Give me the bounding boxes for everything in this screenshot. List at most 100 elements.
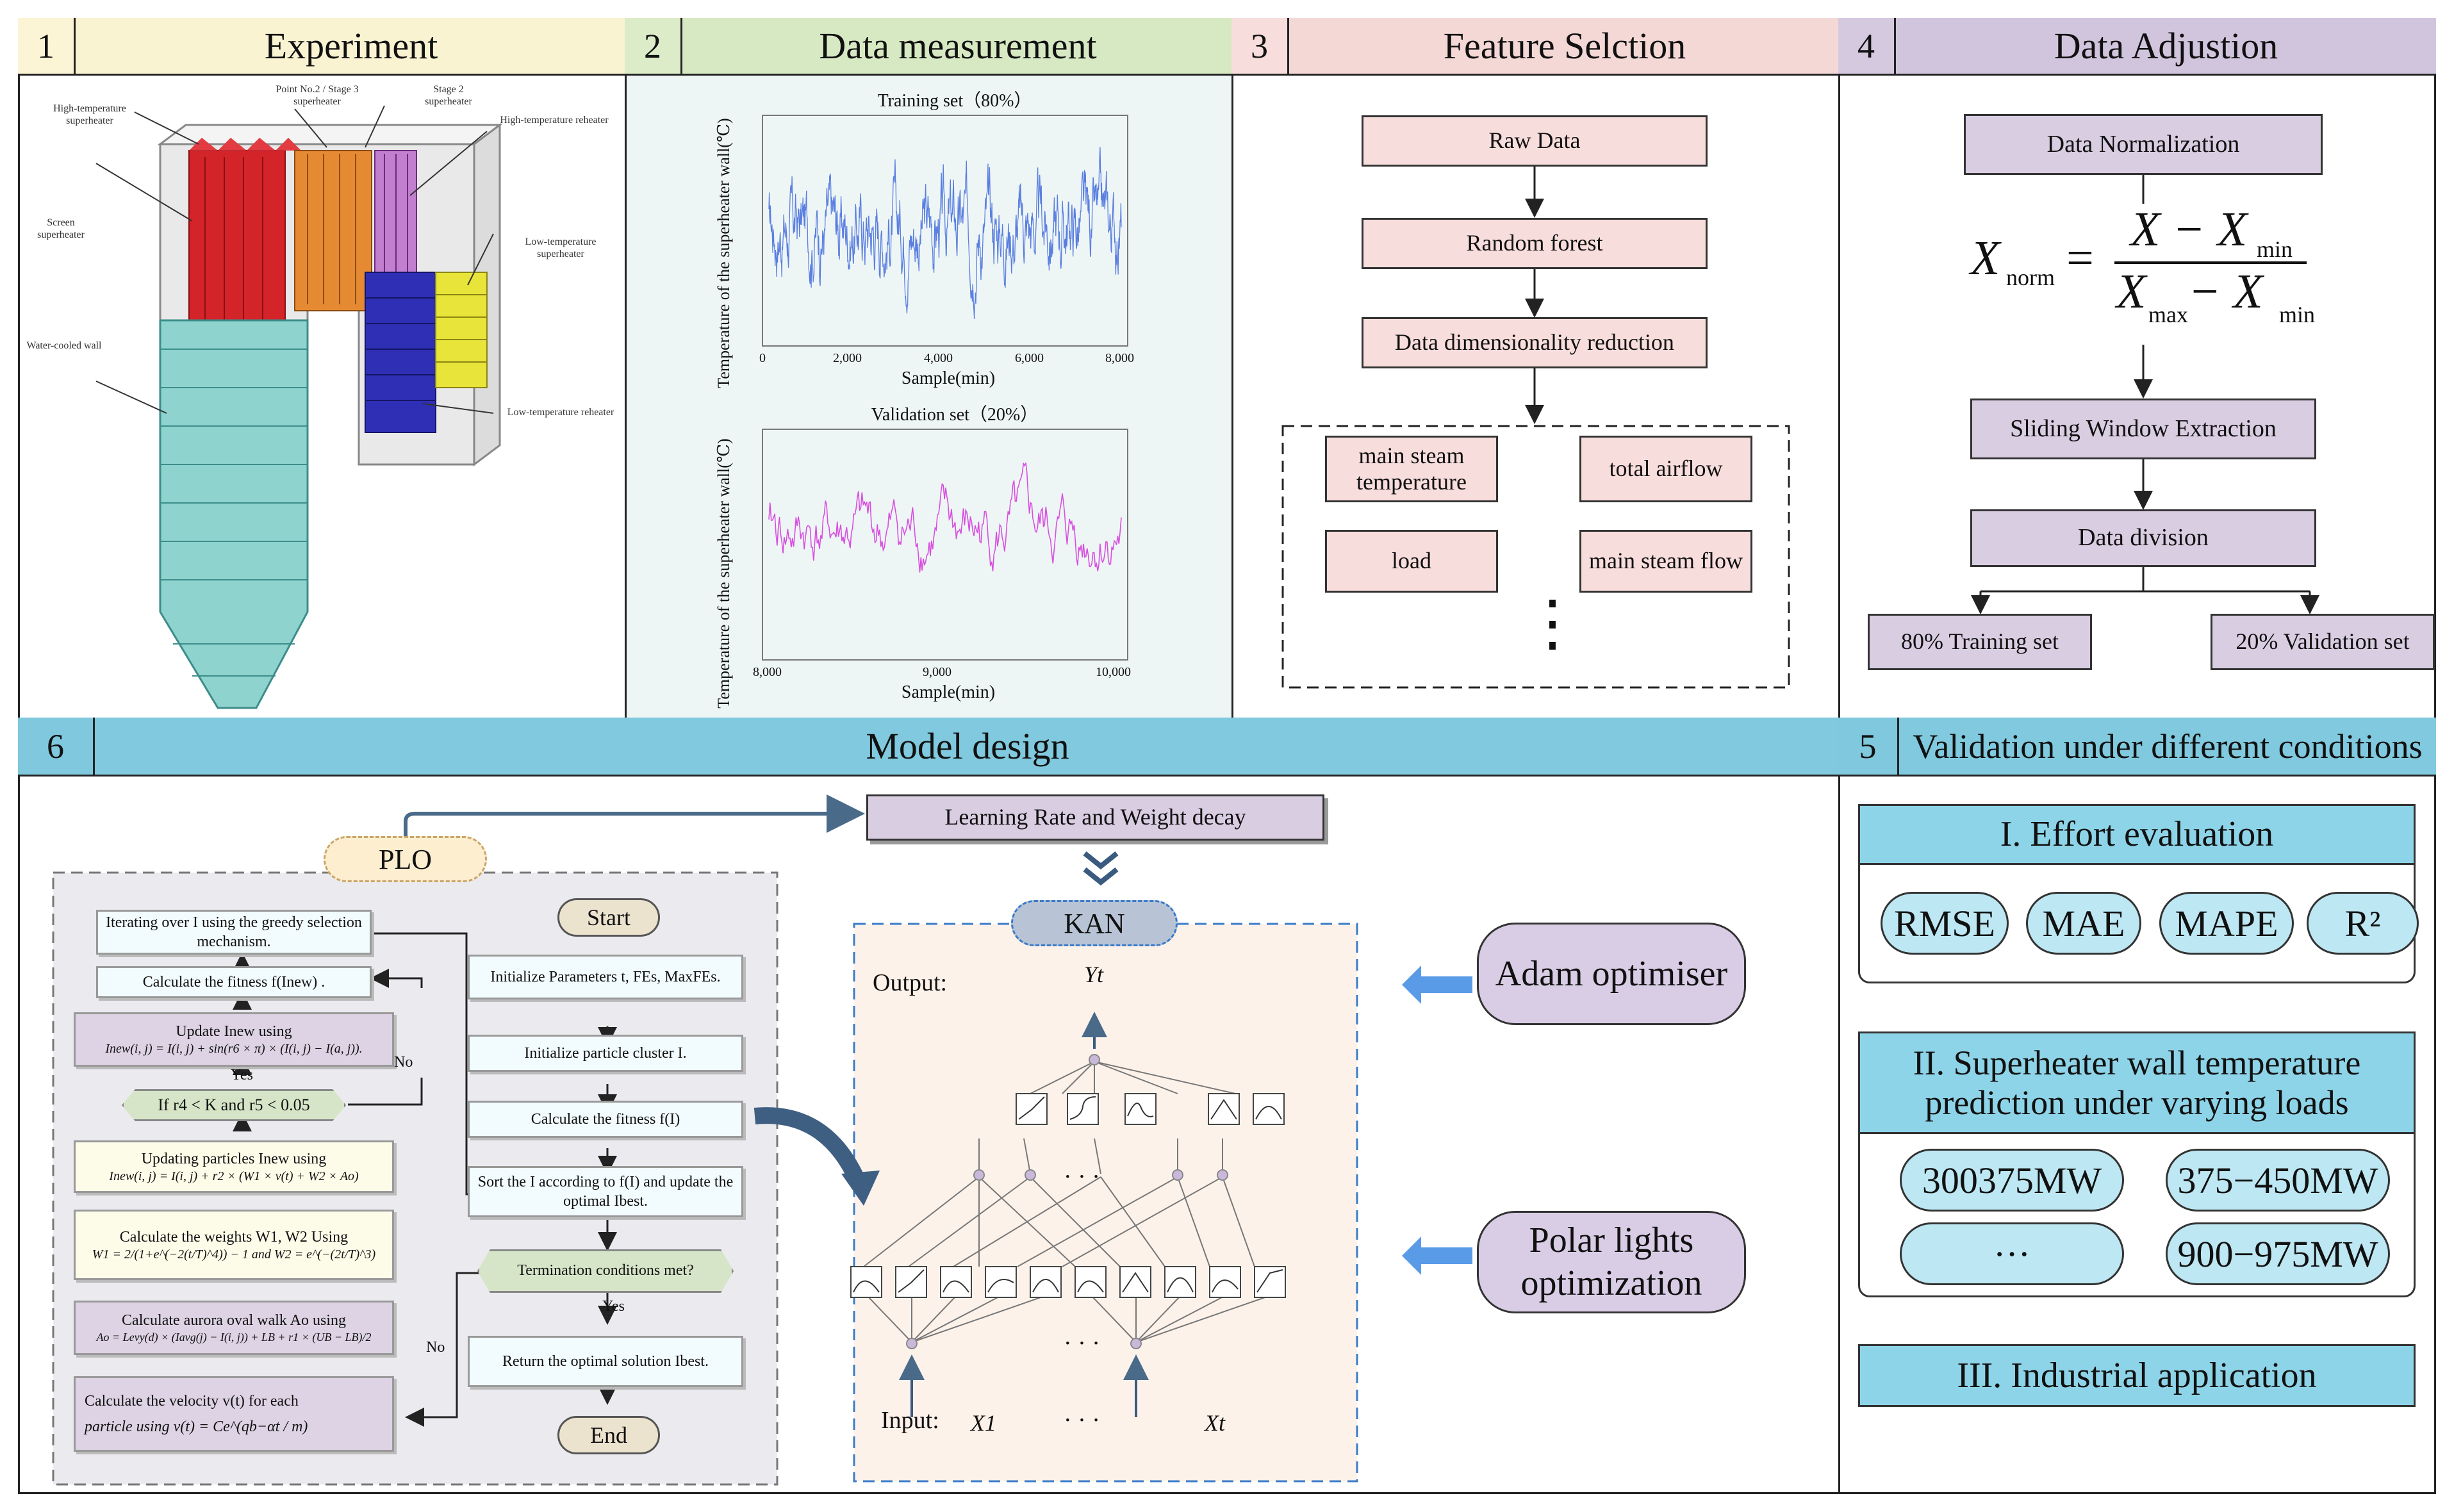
stage3-superheater: [294, 150, 372, 311]
formula-lhs-sub: norm: [2006, 265, 2055, 290]
sliding-window-box: Sliding Window Extraction: [1970, 399, 2316, 459]
validation-chart-ylabel: Temperature of the superheater wall(℃): [714, 438, 733, 709]
metric-mae: MAE: [2026, 892, 2141, 955]
label-stage2: Stage 2 superheater: [425, 84, 472, 108]
label-high-temp-superheater: High-temperature superheater: [53, 103, 126, 127]
flow-calc-fitness: Calculate the fitness f(I): [468, 1101, 743, 1138]
random-forest-box: Random forest: [1362, 218, 1708, 269]
train-xtick-4000: 4,000: [924, 351, 953, 365]
dimensionality-reduction-box: Data dimensionality reduction: [1362, 317, 1708, 368]
feature-more-ellipsis: ⋮: [1522, 589, 1583, 657]
train-xtick-2000: 2,000: [833, 351, 862, 365]
training-chart: 640 620 600 580: [762, 115, 1128, 347]
flow-calc-fitness-new: Calculate the fitness f(Inew) .: [96, 966, 372, 998]
flow-start: Start: [557, 898, 660, 937]
panel3-number: 3: [1231, 18, 1289, 76]
screen-superheater: [188, 138, 301, 343]
feature-selection-arrows: [1281, 167, 1790, 689]
panel6-number: 6: [18, 718, 95, 777]
valid-xtick-8000: 8,000: [753, 665, 782, 679]
feature-load: load: [1325, 530, 1498, 593]
kan-yt-label: Yt: [1084, 962, 1104, 987]
polar-lights-pill: Polar lights optimization: [1477, 1211, 1746, 1313]
kan-xt-label: Xt: [1205, 1410, 1225, 1436]
panel-data-measurement: [625, 18, 1233, 719]
adam-optimiser-pill: Adam optimiser: [1477, 923, 1746, 1025]
metric-mape: MAPE: [2159, 892, 2294, 955]
flow-if-condition: If r4 < K and r5 < 0.05: [122, 1089, 346, 1121]
metric-rmse: RMSE: [1881, 892, 2009, 955]
label-low-temp-reheater: Low-temperature reheater: [507, 407, 614, 418]
kan-dots-bottom: · · ·: [1064, 1407, 1100, 1434]
training-chart-xlabel: Sample(min): [901, 368, 996, 388]
flow-weights-text: Calculate the weights W1, W2 Using: [119, 1228, 349, 1245]
label-point-no2: Point No.2 / Stage 3 superheater: [276, 84, 359, 108]
train-xtick-8000: 8,000: [1105, 351, 1134, 365]
low-temp-reheater: [365, 272, 436, 433]
plo-label: PLO: [324, 836, 487, 882]
panel4-title: Data Adjustion: [1896, 18, 2436, 76]
training-set-box: 80% Training set: [1868, 614, 2092, 670]
formula-numerator: X − X: [2130, 202, 2248, 256]
high-temp-reheater: [374, 150, 417, 292]
feature-total-airflow: total airflow: [1579, 436, 1752, 502]
formula-den-a: X: [2116, 265, 2146, 318]
label-screen-superheater: Screen superheater: [37, 217, 85, 241]
boiler-illustration: [95, 105, 503, 709]
flow-yes-label-2: Yes: [231, 1067, 253, 1083]
learning-rate-box: Learning Rate and Weight decay: [866, 794, 1324, 841]
validation-chart-xlabel: Sample(min): [901, 682, 996, 702]
feature-main-steam-temperature: main steam temperature: [1325, 436, 1498, 502]
train-xtick-6000: 6,000: [1015, 351, 1044, 365]
kan-output-label: Output:: [873, 969, 948, 996]
validation-series-line: [768, 462, 1122, 573]
flow-aurora-text: Calculate aurora oval walk Ao using: [122, 1312, 346, 1329]
panel1-number: 1: [18, 18, 76, 76]
load-900-975: 900−975MW: [2166, 1222, 2390, 1285]
flow-init-cluster: Initialize particle cluster I.: [468, 1035, 743, 1072]
flow-no-label: No: [426, 1339, 445, 1356]
raw-data-box: Raw Data: [1362, 115, 1708, 167]
validation-chart: 640 620 600 580: [762, 429, 1128, 661]
validation-chart-title: Validation set（20%）: [871, 405, 1039, 425]
training-chart-title: Training set（80%）: [877, 91, 1032, 111]
valid-xtick-10000: 10,000: [1096, 665, 1131, 679]
panel6-title: Model design: [95, 718, 1840, 777]
panel4-number: 4: [1838, 18, 1896, 76]
water-cooled-wall: [159, 319, 309, 709]
valid-xtick-9000: 9,000: [923, 665, 951, 679]
kan-x1-label: X1: [971, 1410, 996, 1436]
flow-updating-text: Updating particles Inew using: [141, 1150, 327, 1167]
flow-updating-particles: Updating particles Inew using Inew(i, j)…: [74, 1140, 394, 1193]
panel5-number: 5: [1838, 718, 1899, 777]
formula-den-a-sub: max: [2148, 302, 2188, 327]
panel5-title: Validation under different conditions: [1899, 718, 2436, 777]
kan-network: [863, 1061, 1271, 1343]
formula-den-b: − X: [2188, 265, 2263, 318]
flow-aurora-eq: Ao = Levy(d) × (Iavg(j) − I(i, j)) + LB …: [96, 1331, 372, 1344]
flow-end: End: [557, 1416, 660, 1454]
formula-den-b-sub: min: [2279, 302, 2316, 327]
flow-termination: Termination conditions met?: [477, 1249, 734, 1293]
kan-dots-top: · · ·: [1064, 1163, 1100, 1190]
data-adjustion-arrows: [1971, 175, 2319, 614]
validation-set-box: 20% Validation set: [2211, 614, 2435, 670]
low-temp-superheater: [435, 272, 488, 388]
kan-dots-mid: · · ·: [1064, 1330, 1100, 1357]
flow-calc-weights: Calculate the weights W1, W2 Using W1 = …: [74, 1210, 394, 1280]
normalization-formula: X norm = X − X min X max − X min: [1970, 202, 2316, 327]
flow-weights-eq: W1 = 2/(1+e^(−2(t/T)^4)) − 1 and W2 = e^…: [92, 1247, 376, 1261]
train-xtick-0: 0: [759, 351, 766, 365]
flow-yes-label: Yes: [602, 1298, 625, 1315]
flow-velocity-eq: particle using v(t) = Ce^(qb−αt / m): [85, 1418, 308, 1435]
metric-r2: R²: [2307, 892, 2419, 955]
formula-numerator-sub: min: [2257, 236, 2293, 262]
formula-lhs: X: [1970, 231, 2000, 285]
data-division-box: Data division: [1970, 509, 2316, 567]
flow-updating-eq: Inew(i, j) = I(i, j) + r2 × (W1 × v(t) +…: [109, 1169, 359, 1183]
flow-init-params: Initialize Parameters t, FEs, MaxFEs.: [468, 955, 743, 999]
training-series-line: [768, 147, 1122, 319]
kan-input-label: Input:: [881, 1407, 939, 1434]
effort-evaluation-header: I. Effort evaluation: [1858, 804, 2416, 865]
industrial-application-box: III. Industrial application: [1858, 1344, 2416, 1407]
